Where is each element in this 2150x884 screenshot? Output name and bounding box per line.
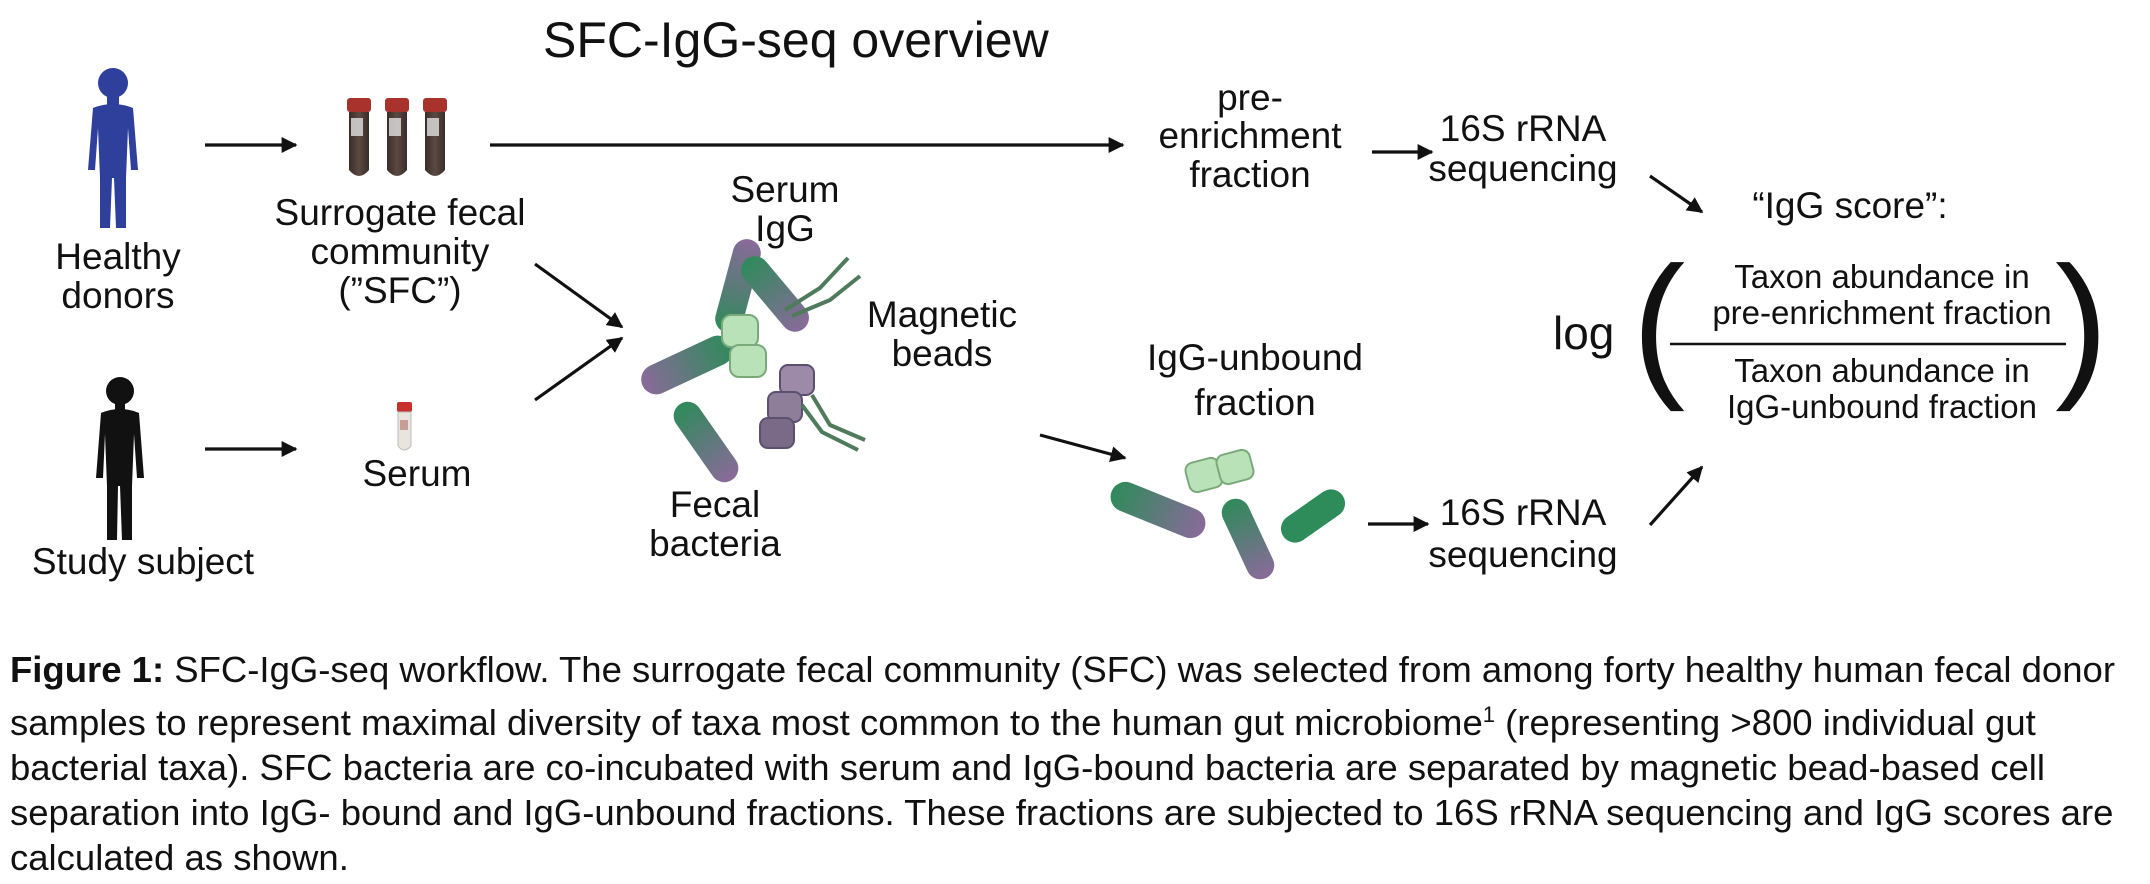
igg-score-label: “IgG score”: [1752,185,1947,226]
bacterium-icon [641,335,733,395]
sequencing-top-line2: sequencing [1428,148,1617,189]
arrow-mix-to-unbound [1039,433,1127,462]
sfc-label-line1: Surrogate fecal [275,192,526,233]
arrow-sequencing-to-score-bottom [1648,465,1704,527]
sequencing-bottom-line2: sequencing [1428,534,1617,575]
numerator-line1: Taxon abundance in [1734,258,2029,295]
bacterium-icon [1110,481,1206,539]
antibody-icon [783,256,862,318]
sample-tube-icon [347,98,447,176]
antibody-icon [800,393,866,452]
sfc-label-line3: (”SFC”) [338,270,461,311]
caption-text-continued: (representing >800 individual gut bacter… [10,702,2114,879]
pre-enrichment-label-line3: fraction [1189,154,1310,195]
fecal-bacteria-label-line2: bacteria [649,523,781,564]
numerator-line2: pre-enrichment fraction [1712,294,2051,331]
magnetic-bead-icon [721,314,767,378]
serum-tube-icon [397,402,412,451]
sequencing-top-line1: 16S rRNA [1440,108,1607,149]
caption-text: SFC-IgG-seq workflow. The surrogate feca… [10,649,2115,744]
study-subject-label: Study subject [32,541,255,582]
arrow-sequencing-to-score-top [1649,174,1704,214]
paren-close: ) [2055,233,2108,412]
caption-figure-number: Figure 1: [10,649,165,690]
diagram-title: SFC-IgG-seq overview [543,12,1050,68]
healthy-label: Healthy [55,236,181,277]
subject-figure-icon [96,377,144,540]
unbound-label-line1: IgG-unbound [1147,337,1363,378]
unbound-fraction-cluster [1110,448,1346,580]
sequencing-bottom-line1: 16S rRNA [1440,492,1607,533]
caption-superscript: 1 [1482,702,1496,727]
serum-igg-label-line1: Serum [731,169,840,210]
pre-enrichment-label-line1: pre- [1217,77,1283,118]
magnetic-beads-label-line2: beads [892,333,993,374]
workflow-diagram: SFC-IgG-seq overview [32,12,2108,582]
bacterium-icon [673,401,739,483]
denominator-line1: Taxon abundance in [1734,352,2029,389]
magnetic-bead-icon [1184,448,1255,494]
donors-label: donors [61,275,174,316]
paren-open: ( [1632,233,1685,412]
magnetic-bead-icon [759,364,815,449]
pre-enrichment-label-line2: enrichment [1158,115,1342,156]
fecal-bacteria-label-line1: Fecal [670,484,760,525]
figure-caption: Figure 1: SFC-IgG-seq workflow. The surr… [10,647,2140,880]
serum-igg-label-line2: IgG [755,208,815,249]
mixture-cluster [641,239,866,483]
serum-label: Serum [363,453,472,494]
magnetic-beads-label-line1: Magnetic [867,294,1017,335]
bacterium-icon [741,256,809,332]
donor-figure-icon [88,68,138,228]
arrow-sfc-to-mix [534,262,624,329]
arrow-serum-to-mix [534,336,624,402]
bacterium-icon [1280,489,1346,543]
denominator-line2: IgG-unbound fraction [1727,388,2037,425]
unbound-label-line2: fraction [1194,382,1315,423]
bacterium-icon [1221,498,1275,580]
log-label: log [1553,307,1614,359]
sfc-label-line2: community [311,231,490,272]
